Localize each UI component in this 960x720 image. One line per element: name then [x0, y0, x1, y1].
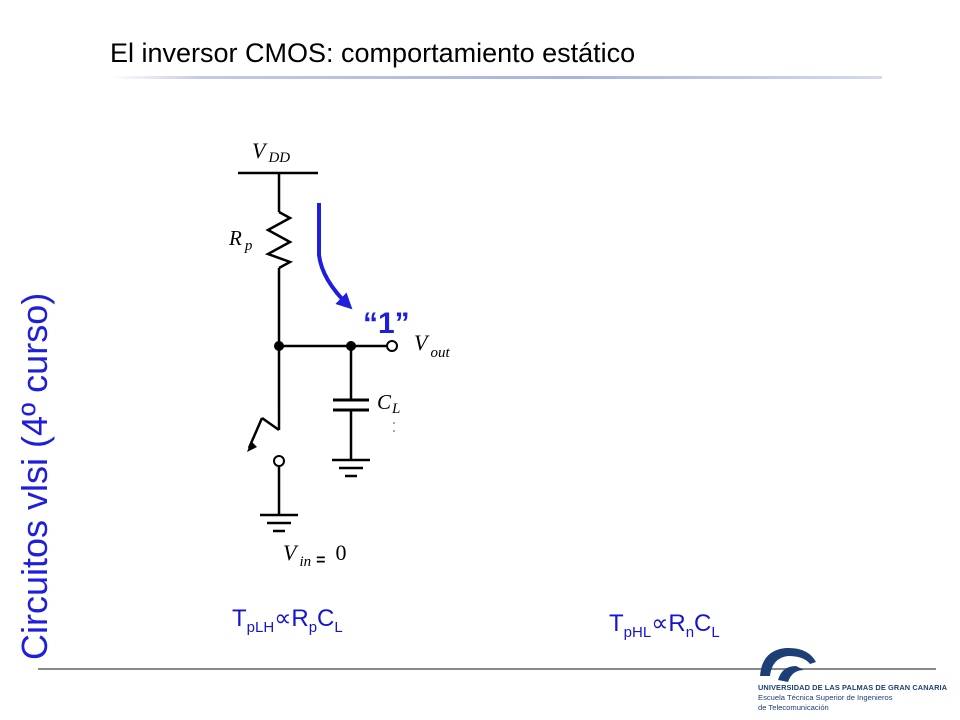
tplh-r-sub: p	[308, 619, 318, 636]
ulpgc-name: UNIVERSIDAD DE LAS PALMAS DE GRAN CANARI…	[758, 683, 948, 692]
tplh-formula: TpLH∝RpCL	[232, 604, 343, 636]
tphl-r: R	[668, 610, 686, 637]
tphl-c-sub: L	[711, 624, 720, 641]
tplh-c-sub: L	[334, 619, 343, 636]
footer-rule	[38, 668, 936, 670]
vout-terminal	[386, 340, 398, 352]
tphl-prop: ∝	[651, 610, 669, 637]
tphl-formula: TpHL∝RnCL	[609, 609, 720, 641]
tphl-t-sub: pHL	[623, 624, 652, 641]
tplh-r: R	[291, 605, 309, 632]
ulpgc-logo-emblem	[760, 647, 816, 682]
tplh-c: C	[317, 605, 335, 632]
tphl-c: C	[694, 610, 712, 637]
charge-current-arrow	[317, 203, 353, 310]
tplh-prop: ∝	[274, 605, 292, 632]
output-logic-value: “1”	[363, 307, 410, 340]
switch-ground-symbol	[260, 513, 298, 533]
cl-label: CL	[377, 390, 400, 417]
tphl-r-sub: n	[685, 624, 695, 641]
ulpgc-logo-text: UNIVERSIDAD DE LAS PALMAS DE GRAN CANARI…	[758, 683, 947, 713]
slide-title: El inversor CMOS: comportamiento estátic…	[110, 38, 636, 68]
cl-label-dot	[393, 422, 395, 424]
cl-ground-symbol	[332, 458, 370, 478]
rp-resistor	[264, 210, 294, 270]
tphl-t: T	[609, 610, 624, 637]
ulpgc-school-line2: de Telecomunicación	[758, 703, 829, 712]
node-dot-left	[274, 341, 284, 351]
tplh-t: T	[232, 605, 247, 632]
ulpgc-school-line1: Escuela Técnica Superior de Ingenieros	[758, 693, 893, 702]
nmos-switch-open	[247, 410, 285, 515]
cl-label-dot	[393, 430, 395, 432]
tplh-t-sub: pLH	[246, 619, 275, 636]
title-underline	[110, 76, 882, 79]
